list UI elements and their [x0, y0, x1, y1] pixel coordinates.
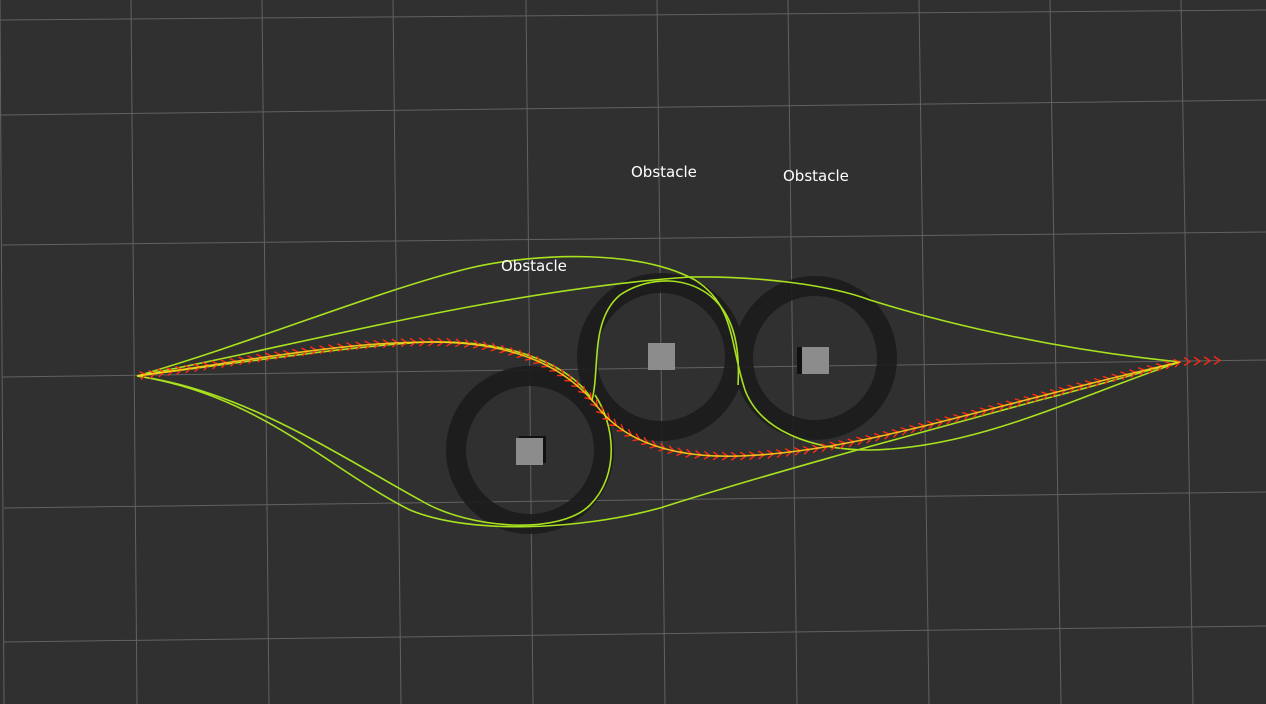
grid-line: [392, 0, 402, 704]
trajectory-middle: [136, 280, 740, 403]
candidate-trajectories: [136, 255, 1181, 528]
trajectory-bottom-2: [136, 361, 1181, 528]
grid-line: [1180, 0, 1194, 704]
grid-line: [525, 0, 534, 704]
grid-line: [3, 625, 1266, 643]
grid-line: [0, 0, 5, 704]
grid-line: [0, 9, 1266, 21]
grid-line: [261, 0, 270, 704]
grid-line: [1049, 0, 1062, 704]
trajectory-top-1: [136, 255, 1181, 451]
grid-line: [918, 0, 930, 704]
obstacle-box-1: [516, 438, 543, 465]
trajectory-top-2: [136, 276, 1181, 377]
pose-arrow: [1213, 355, 1222, 365]
grid-line: [1, 231, 1266, 246]
pose-arrow: [1203, 356, 1212, 366]
obstacle-label-3: Obstacle: [783, 167, 849, 185]
grid-line: [3, 491, 1266, 509]
obstacle-box-3: [802, 347, 829, 374]
obstacle-label-2: Obstacle: [631, 163, 697, 181]
obstacle-label-1: Obstacle: [501, 257, 567, 275]
obstacle-markers: [516, 343, 829, 465]
trajectory-bottom-1: [136, 375, 613, 526]
pose-arrow: [1193, 356, 1202, 366]
inflation-ring-1: [446, 366, 614, 534]
grid-line: [0, 99, 1266, 116]
optimal-path: [136, 341, 1181, 457]
pose-arrow: [1183, 357, 1192, 367]
obstacle-box-2: [648, 343, 675, 370]
grid-line: [130, 0, 138, 704]
grid-line: [787, 0, 798, 704]
